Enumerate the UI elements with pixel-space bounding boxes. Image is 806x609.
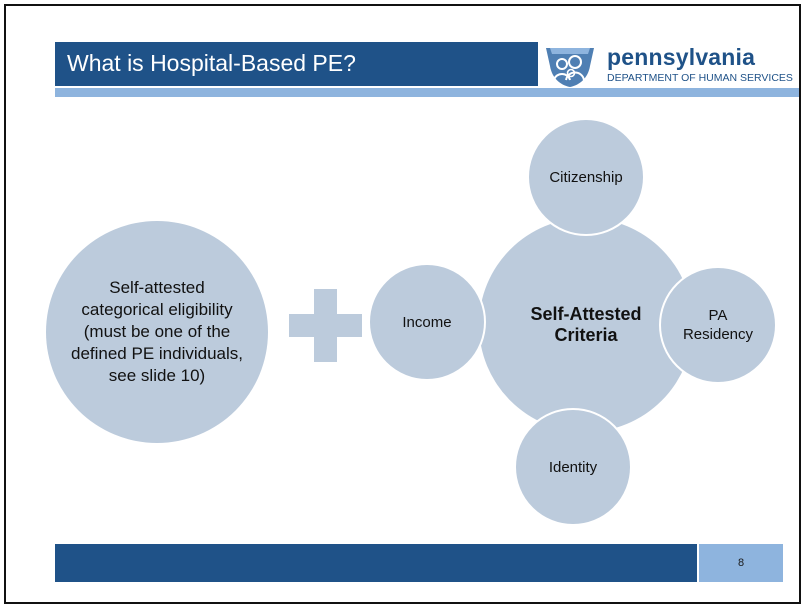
title-bar: What is Hospital-Based PE?: [55, 42, 538, 86]
eligibility-line: (must be one of the: [83, 322, 231, 341]
citizenship-label: Citizenship: [549, 168, 623, 186]
page-number-box: 8: [699, 544, 783, 582]
income-circle: Income: [368, 263, 486, 381]
center-label-line2: Criteria: [554, 325, 618, 345]
eligibility-line: categorical eligibility: [81, 300, 233, 319]
pa-residency-circle: PA Residency: [659, 266, 777, 384]
eligibility-line: defined PE individuals,: [70, 344, 243, 363]
page-number: 8: [737, 557, 745, 569]
pa-residency-label: PA Residency: [683, 306, 753, 344]
plus-icon: [289, 289, 362, 362]
eligibility-text: Self-attested categorical eligibility (m…: [71, 277, 243, 387]
slide-title: What is Hospital-Based PE?: [67, 50, 356, 76]
identity-circle: Identity: [514, 408, 632, 526]
pa-dhs-logo: pennsylvania DEPARTMENT OF HUMAN SERVICE…: [544, 42, 799, 88]
footer-bar: [55, 544, 697, 582]
citizenship-circle: Citizenship: [527, 118, 645, 236]
keystone-family-icon: [544, 42, 596, 88]
center-label: Self-Attested Criteria: [530, 304, 641, 346]
center-label-line1: Self-Attested: [530, 304, 642, 324]
logo-department: DEPARTMENT OF HUMAN SERVICES: [607, 72, 793, 84]
eligibility-line: see slide 10): [108, 366, 206, 385]
self-attested-criteria-circle: Self-Attested Criteria: [479, 218, 693, 432]
pa-residency-line1: PA: [708, 307, 728, 324]
plus-horizontal-bar: [289, 314, 362, 337]
slide: What is Hospital-Based PE? pennsylvania …: [4, 4, 801, 604]
pa-residency-line2: Residency: [682, 326, 754, 343]
logo-name: pennsylvania: [607, 44, 756, 70]
categorical-eligibility-circle: Self-attested categorical eligibility (m…: [46, 221, 268, 443]
eligibility-line: Self-attested: [109, 278, 205, 297]
income-label: Income: [402, 313, 452, 331]
title-underline: [55, 88, 799, 97]
identity-label: Identity: [548, 458, 598, 476]
